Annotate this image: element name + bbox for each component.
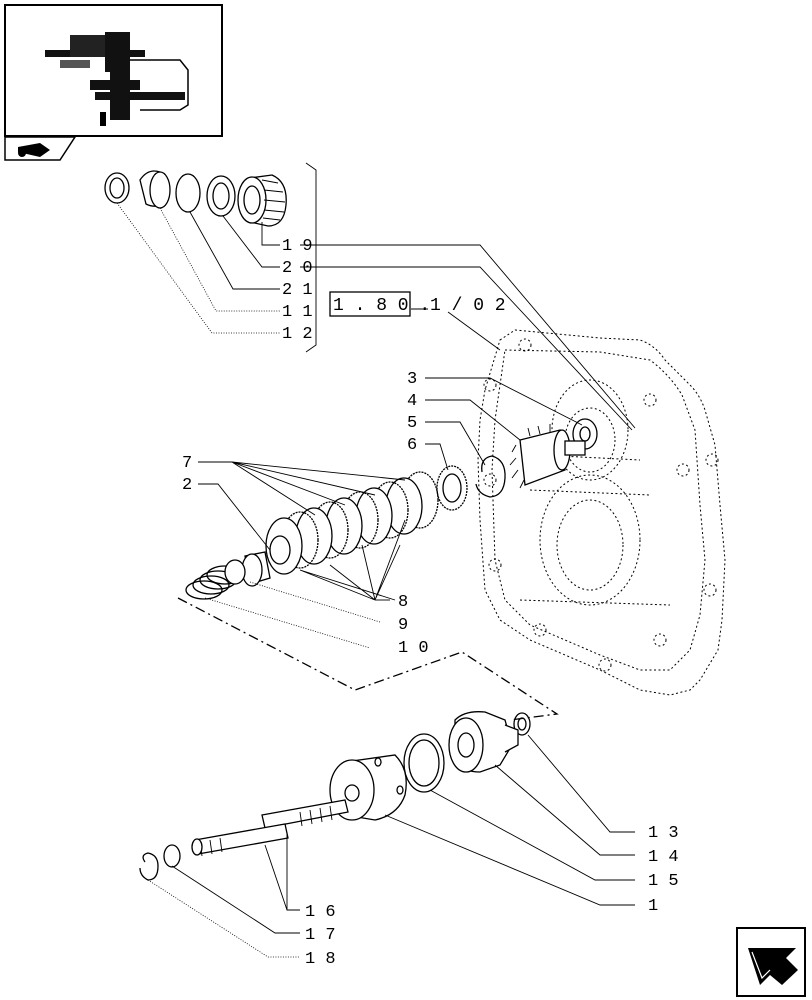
gearbox-housing — [477, 329, 726, 696]
snap-ring-18 — [139, 852, 159, 881]
plug-11 — [139, 170, 171, 209]
shaft-16 — [191, 799, 349, 857]
assembly-locator-thumbnail — [45, 32, 189, 126]
seal-ring-15 — [403, 733, 445, 793]
callout-9: 9 — [398, 616, 408, 635]
reference-suffix-text: 1 / 0 2 — [430, 296, 506, 316]
callout-20: 2 0 — [282, 259, 313, 278]
callout-8: 8 — [398, 593, 408, 612]
cap-19 — [237, 174, 287, 227]
callout-11: 1 1 — [282, 303, 313, 322]
piston-2 — [241, 551, 271, 587]
callout-5: 5 — [407, 414, 417, 433]
clutch-disc-pack — [265, 471, 439, 575]
callout-labels: 1 9 2 0 2 1 1 1 1 2 3 4 5 6 7 2 8 9 1 0 … — [182, 237, 679, 969]
arrow-next-icon — [748, 948, 798, 985]
callout-2: 2 — [182, 476, 192, 495]
prev-page-tab[interactable] — [4, 136, 77, 161]
callout-16: 1 6 — [305, 903, 336, 922]
callout-21: 2 1 — [282, 281, 313, 300]
seal-20 — [206, 175, 236, 217]
lower-leaders — [147, 734, 635, 958]
snap-ring-12 — [104, 172, 130, 204]
washer-17 — [163, 844, 181, 868]
callout-14: 1 4 — [648, 848, 679, 867]
callout-10: 1 0 — [398, 639, 429, 658]
callout-19: 1 9 — [282, 237, 313, 256]
o-ring-21 — [175, 173, 201, 213]
callout-1: 1 — [648, 897, 658, 916]
upper-leaders — [116, 162, 636, 431]
next-page-button[interactable] — [736, 927, 806, 997]
snap-ring-5 — [475, 455, 506, 498]
assembly-axis-line — [177, 597, 559, 721]
ring-13 — [513, 712, 531, 736]
upper-cap-group — [104, 170, 287, 227]
callout-15: 1 5 — [648, 872, 679, 891]
pinion-gear-4 — [509, 424, 586, 489]
reference-box — [329, 291, 411, 317]
thumbnail-panel[interactable] — [4, 4, 223, 137]
reference-box-text: 1 . 8 0 . — [333, 296, 430, 316]
spring-10 — [185, 559, 246, 600]
callout-3: 3 — [407, 370, 417, 389]
reference-link[interactable]: 1 . 8 0 . 1 / 0 2 — [329, 291, 506, 351]
callout-18: 1 8 — [305, 950, 336, 969]
callout-12: 1 2 — [282, 325, 313, 344]
callout-17: 1 7 — [305, 926, 336, 945]
callout-13: 1 3 — [648, 824, 679, 843]
callout-4: 4 — [407, 392, 417, 411]
tractor-prev-icon — [18, 143, 50, 157]
washer-6 — [436, 465, 468, 511]
callout-7: 7 — [182, 454, 192, 473]
callout-6: 6 — [407, 436, 417, 455]
mid-leaders — [198, 377, 583, 649]
bearing-14 — [448, 711, 519, 773]
